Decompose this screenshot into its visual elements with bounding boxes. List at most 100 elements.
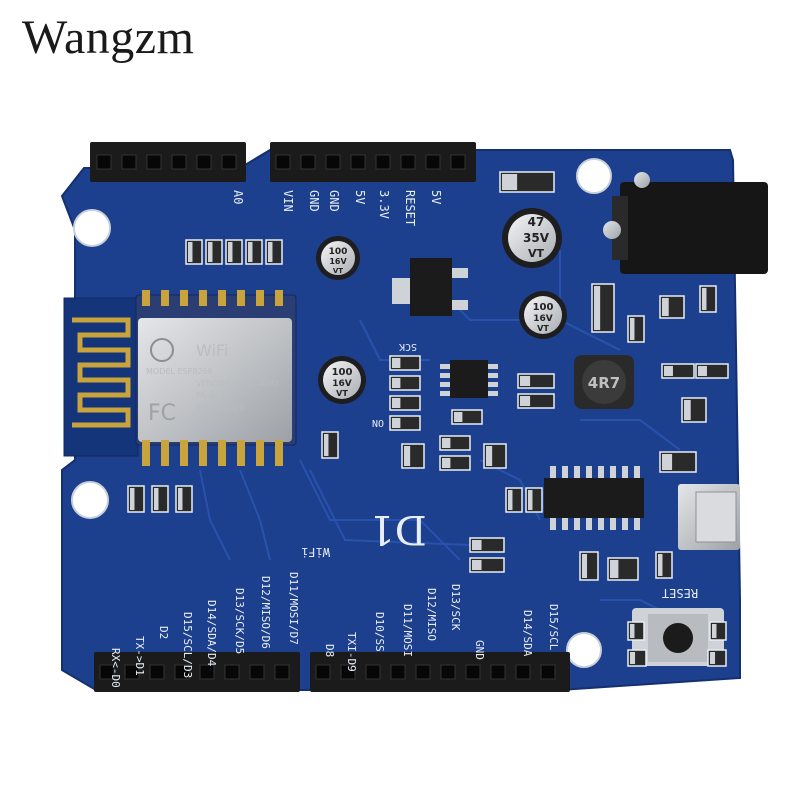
smd-part-terminal [188,242,193,262]
top-header-label: RESET [403,190,417,226]
smd-part-terminal [442,438,451,448]
module-pin [256,440,264,466]
header-pin-hole [300,154,316,170]
header-pin-hole [171,154,187,170]
top-header-label: GND [307,190,321,212]
bottom-pin-label: D2 [157,626,170,639]
module-pin [142,290,150,306]
smd-part-terminal [662,454,673,470]
watermark-text: Wangzm [22,11,195,64]
module-line: 802.11b/g/n [196,403,245,412]
module-pin [161,290,169,306]
svg-text:VT: VT [537,324,549,333]
voltage-regulator [392,258,468,316]
module-line: MODEL ESP8266 [146,367,213,376]
mounting-hole [566,632,602,668]
micro-usb-port [678,484,740,550]
bottom-pin-label: D11/MOSI/D7 [287,572,300,645]
top-header-label: GND [327,190,341,212]
capacitor-4: 100 16V VT [318,356,366,404]
board-subtitle: WiFi [301,545,330,559]
header-pin-hole [540,664,556,680]
mounting-hole [73,209,111,247]
header-pin-hole [99,664,115,680]
header-pin-hole [515,664,531,680]
ic-pin [440,364,450,369]
smd-part-terminal [392,378,401,388]
ic-pin [610,466,616,478]
ic-pin [622,518,628,530]
header-pin-hole [365,664,381,680]
ic-pin [598,466,604,478]
usb-serial-ic [544,466,644,530]
top-header-label: 5V [429,190,443,204]
header-pin-hole [490,664,506,680]
svg-text:VT: VT [336,389,348,398]
bottom-pin-label: D8 [323,644,336,657]
smd-part-terminal [228,242,233,262]
header-pin-hole [121,154,137,170]
module-pin [275,290,283,306]
svg-text:16V: 16V [329,257,347,266]
module-pin [142,440,150,466]
bottom-pin-label: D14/SDA/D4 [205,600,218,667]
bottom-pin-label: D15/SCL [547,604,560,651]
module-wifi-text: WiFi [196,341,228,360]
header-pin-hole [146,154,162,170]
module-pin [218,440,226,466]
module-pin [180,440,188,466]
header-pin-hole [390,664,406,680]
header-pin-hole [350,154,366,170]
bottom-pin-label: D11/MOSI [401,604,414,657]
ic-pin [440,382,450,387]
header-pin-hole [450,154,466,170]
esp8266-module: WiFi MODEL ESP8266 VENDOR ISM 2.4GHz PA … [63,290,297,466]
header-pin-hole [174,664,190,680]
bottom-pin-label: D13/SCK [449,584,462,631]
smd-part-terminal [528,490,533,510]
svg-text:VT: VT [528,247,545,260]
svg-text:16V: 16V [533,314,553,324]
top-header-label: 3.3V [377,190,391,219]
module-pin [256,290,264,306]
bottom-pin-label: D12/MISO/D6 [259,576,272,649]
smd-part-terminal [710,652,716,664]
header-pin-hole [415,664,431,680]
header-pin-hole [96,154,112,170]
header-pin-hole [340,664,356,680]
svg-text:4R7: 4R7 [588,374,620,392]
module-pin [237,290,245,306]
svg-text:100: 100 [332,367,353,378]
top-header-label: A0 [231,190,245,204]
smd-part-terminal [404,446,411,466]
board-name: D1 [369,506,427,552]
smd-part-terminal [324,434,329,456]
smd-part-terminal [658,554,663,576]
module-pin [218,290,226,306]
bottom-pin-label: D15/SCL/D3 [181,612,194,678]
header-pin-hole [275,154,291,170]
smd-part-terminal [712,624,717,638]
svg-text:35V: 35V [523,231,550,245]
bottom-pin-label: D14/SDA [521,610,534,657]
smd-part-terminal [392,358,401,368]
capacitor-1: 100 16V VT [316,236,360,280]
bottom-pin-label: RX<-D0 [109,648,122,688]
rf-shield [138,318,292,442]
smd-part-terminal [454,412,463,422]
header-pin-hole [124,664,140,680]
mounting-hole [576,158,612,194]
header-pin-hole [221,154,237,170]
ic-pin [574,518,580,530]
ic-pin [488,364,498,369]
bottom-pin-label: GND [473,640,486,660]
module-pin [161,440,169,466]
smd-part-terminal [662,298,669,316]
espressif-logo-icon [150,338,174,362]
smd-part-terminal [698,366,707,376]
smd-part-terminal [130,488,135,510]
smd-part-terminal [154,488,159,510]
ic-pin [622,466,628,478]
header-pin-hole [325,154,341,170]
